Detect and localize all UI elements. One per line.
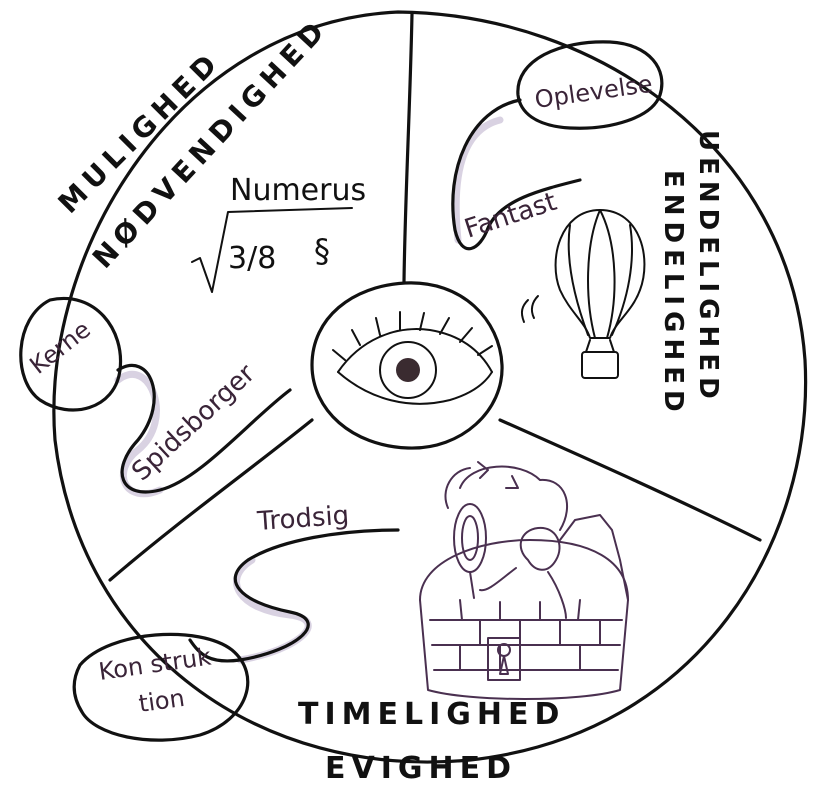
outer-circle (52, 10, 808, 764)
well-figure-icon (419, 461, 629, 700)
formula-radical (191, 207, 353, 293)
main-circle-group (52, 10, 808, 764)
trodsig-label: Trodsig (255, 501, 350, 537)
konstruktion-label-line2: tion (137, 684, 186, 718)
heading-evighed: EVIGHED (325, 751, 517, 786)
oplevelse-bubble (516, 40, 664, 130)
kerne-bubble (19, 296, 123, 412)
divider-left (108, 418, 314, 582)
trodsig-path (188, 528, 400, 663)
formula-numerator: Numerus (230, 173, 366, 208)
heading-uendelighed: UENDELIGHED (693, 130, 723, 405)
oplevelse-label: Oplevelse (533, 70, 654, 114)
spidsborger-path (116, 363, 292, 494)
formula-symbol: § (314, 232, 330, 270)
kerne-label: Kerne (24, 315, 95, 379)
hot-air-balloon-icon (520, 209, 646, 379)
heading-endelighed: ENDELIGHED (658, 170, 688, 418)
fantast-path (451, 98, 582, 251)
center-circle (310, 281, 504, 450)
numerus-formula: Numerus 3/8 § (191, 173, 366, 293)
konstruktion-bubble (72, 632, 250, 742)
heading-timelighed: TIMELIGHED (298, 697, 565, 732)
eye-icon (332, 311, 493, 405)
konstruktion-label-line1: Kon struk (97, 642, 213, 685)
formula-fraction: 3/8 (228, 241, 276, 276)
divider-right (498, 418, 762, 542)
fantast-label: Fantast (461, 187, 560, 245)
divider-top (402, 12, 414, 284)
